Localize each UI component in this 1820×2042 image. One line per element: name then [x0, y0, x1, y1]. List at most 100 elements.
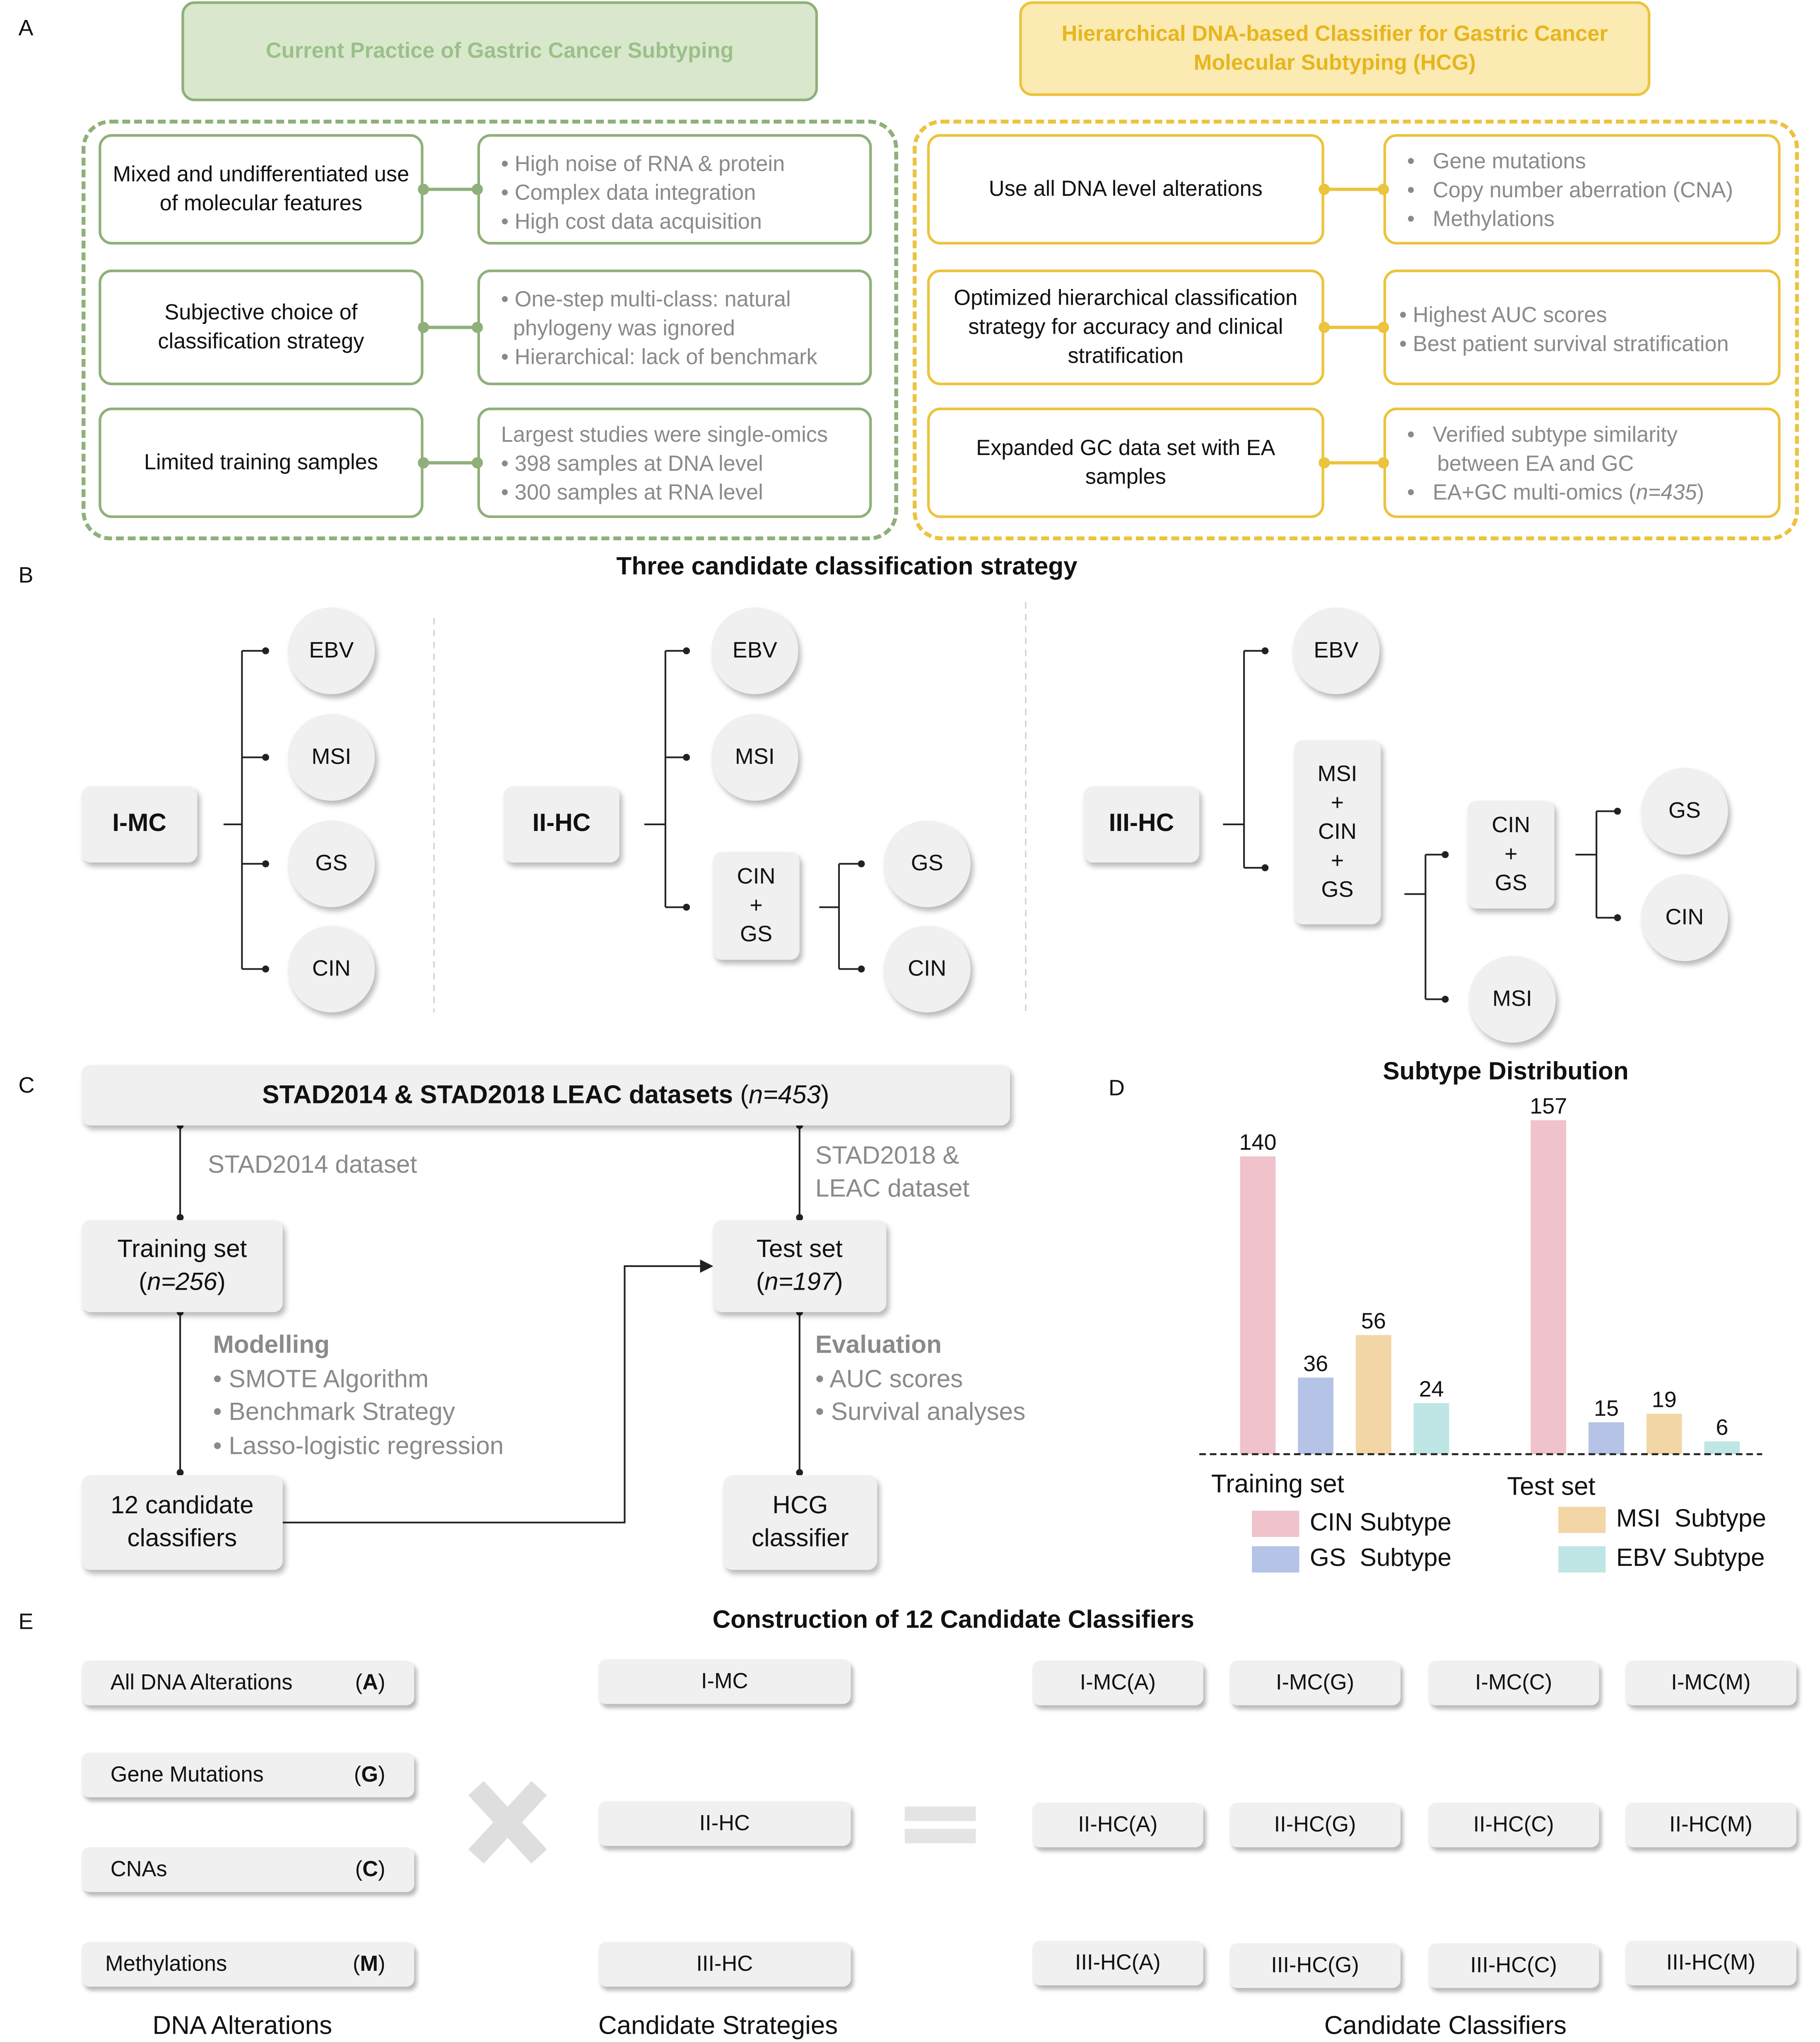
node-ebv: EBV: [288, 607, 375, 694]
column-label-alterations: DNA Alterations: [152, 2011, 333, 2041]
bar-cin-training: [1240, 1156, 1276, 1454]
stad2014-label: STAD2014 dataset: [207, 1151, 417, 1180]
training-set-box: Training set (n=256): [81, 1220, 283, 1312]
point-text: • EA+GC multi-omics (: [1407, 481, 1636, 505]
point: • EA+GC multi-omics (n=435): [1407, 479, 1765, 508]
bar-value-label: 56: [1361, 1309, 1386, 1334]
legend-swatch: [1252, 1510, 1299, 1537]
bar-ebv-training: [1413, 1403, 1449, 1454]
alteration-code: (A): [355, 1670, 386, 1694]
bar-value-label: 24: [1419, 1377, 1444, 1401]
modelling-point: • Lasso-logistic regression: [213, 1432, 504, 1460]
training-set-label: Training set: [117, 1236, 247, 1264]
panel-label-e: E: [18, 1609, 34, 1635]
point: phylogeny was ignored: [501, 317, 735, 341]
code-letter: C: [362, 1857, 378, 1881]
alteration-name: All DNA Alterations: [110, 1670, 293, 1694]
strategy-box-ii-hc: II-HC: [598, 1801, 851, 1846]
alteration-all: All DNA Alterations (A): [81, 1660, 415, 1705]
node-gs: GS: [288, 820, 375, 908]
left-dashed-group: [81, 119, 898, 541]
left-row-2-label: Subjective choice of classification stra…: [99, 269, 424, 385]
classifier-box: II-HC(A): [1032, 1802, 1203, 1847]
bar-value-label: 19: [1652, 1387, 1677, 1412]
panel-b-tree-lines: [223, 602, 1621, 1013]
datasets-n: n=453: [748, 1080, 821, 1109]
x-category-test: Test set: [1507, 1472, 1596, 1502]
right-row-1-label: Use all DNA level alterations: [927, 134, 1324, 245]
panel-label-c: C: [18, 1073, 35, 1098]
legend-label: EBV Subtype: [1616, 1545, 1765, 1573]
node-msi: MSI: [288, 714, 375, 801]
classifier-box: III-HC(M): [1625, 1941, 1796, 1986]
legend-cin: CIN Subtype: [1252, 1510, 1451, 1539]
node-gs: GS: [884, 820, 971, 908]
left-row-3-points: Largest studies were single-omics • 398 …: [477, 407, 872, 518]
strategy-box-i-mc: I-MC: [598, 1659, 851, 1704]
evaluation-point: • Survival analyses: [815, 1399, 1026, 1427]
classifier-box: II-HC(M): [1625, 1802, 1796, 1847]
bar-cin-test: [1531, 1120, 1567, 1454]
code-letter: G: [361, 1762, 378, 1787]
point: • One-step multi-class: natural: [501, 288, 791, 312]
panel-a-connectors: [418, 183, 1389, 469]
panel-b-title: Three candidate classification strategy: [616, 553, 1078, 581]
datasets-title: STAD2014 & STAD2018 LEAC datasets: [262, 1080, 733, 1109]
panel-label-d: D: [1109, 1075, 1125, 1100]
point-text: ): [1697, 481, 1704, 505]
x-category-training: Training set: [1211, 1470, 1344, 1499]
legend-gs: GS Subtype: [1252, 1545, 1451, 1574]
node-msi: MSI: [711, 714, 798, 801]
strategy-box-iii-hc: III-HC: [598, 1942, 851, 1987]
point: • High cost data acquisition: [501, 210, 762, 234]
point: • Verified subtype similarity: [1407, 423, 1678, 447]
bar-value-label: 6: [1716, 1415, 1728, 1440]
node-cin-gs: CIN + GS: [1467, 800, 1555, 909]
node-msi: MSI: [1469, 956, 1556, 1043]
point: • 300 samples at RNA level: [501, 481, 763, 505]
training-set-n: (n=256): [138, 1269, 226, 1297]
strategy-i-mc-root: I-MC: [81, 786, 198, 863]
node-cin-gs: CIN + GS: [713, 852, 800, 960]
right-dashed-group: [912, 119, 1799, 541]
classifier-box: III-HC(C): [1428, 1943, 1599, 1988]
test-set-n: (n=197): [756, 1269, 843, 1297]
modelling-point: • Benchmark Strategy: [213, 1399, 455, 1427]
evaluation-title: Evaluation: [815, 1332, 942, 1360]
right-row-2-points: • Highest AUC scores • Best patient surv…: [1383, 269, 1781, 385]
point: • Best patient survival stratification: [1399, 332, 1729, 356]
legend-swatch: [1558, 1546, 1606, 1573]
legend-label: GS Subtype: [1309, 1545, 1452, 1573]
alteration-code: (C): [355, 1857, 386, 1881]
point: • Copy number aberration (CNA): [1407, 178, 1733, 203]
strategy-ii-hc-root: II-HC: [504, 786, 620, 863]
alteration-gene-mutations: Gene Mutations (G): [81, 1753, 415, 1798]
point: between EA and GC: [1407, 452, 1634, 476]
alteration-name: CNAs: [110, 1857, 167, 1881]
bar-msi-test: [1646, 1414, 1682, 1454]
point: • Complex data integration: [501, 181, 756, 205]
code-letter: M: [360, 1952, 378, 1976]
bar-value-label: 140: [1239, 1130, 1276, 1155]
panel-label-a: A: [18, 16, 34, 41]
bar-ebv-test: [1704, 1441, 1740, 1454]
modelling-point: • SMOTE Algorithm: [213, 1365, 429, 1393]
chart-title: Subtype Distribution: [1383, 1058, 1629, 1086]
classifier-box: III-HC(A): [1032, 1941, 1203, 1986]
node-msi-cin-gs: MSI + CIN + GS: [1294, 740, 1381, 925]
panel-e-title: Construction of 12 Candidate Classifiers: [712, 1606, 1194, 1635]
right-row-2-label: Optimized hierarchical classification st…: [927, 269, 1324, 385]
times-icon: [468, 1781, 547, 1864]
classifier-box: I-MC(C): [1428, 1660, 1599, 1705]
stad2018-label: STAD2018 & LEAC dataset: [815, 1142, 970, 1203]
left-row-1-points: • High noise of RNA & protein • Complex …: [477, 134, 872, 245]
node-ebv: EBV: [1292, 607, 1380, 694]
legend-label: CIN Subtype: [1309, 1509, 1452, 1537]
left-row-3-label: Limited training samples: [99, 407, 424, 518]
hcg-classifier-box: HCG classifier: [723, 1475, 877, 1570]
equals-icon: [904, 1806, 976, 1844]
test-n-value: n=197: [764, 1269, 835, 1297]
panel-c-flow-lines: [176, 1122, 803, 1524]
